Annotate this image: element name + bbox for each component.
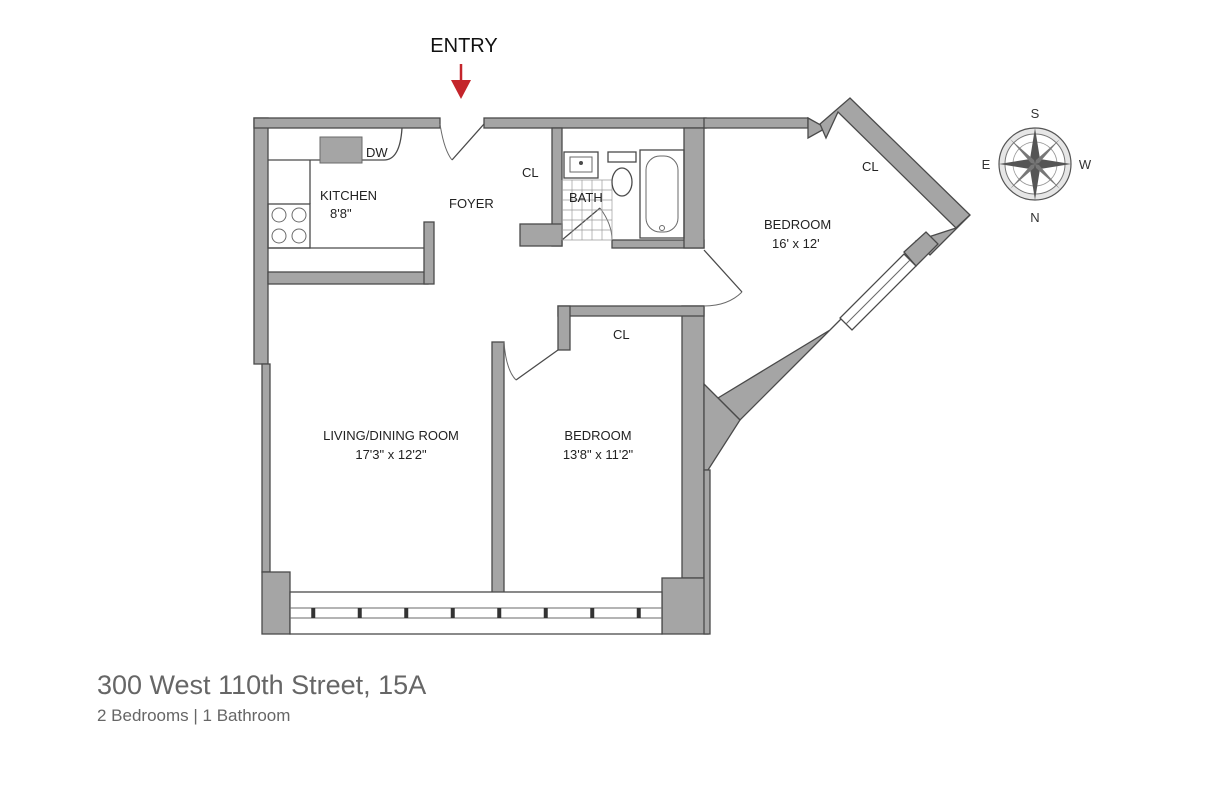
foyer-closet-label: CL xyxy=(522,165,539,180)
compass-right-label: W xyxy=(1079,157,1092,172)
bath-tile-grid xyxy=(561,179,613,241)
bedroom-center-label: BEDROOM xyxy=(564,428,631,443)
kitchen-fixtures xyxy=(267,127,424,249)
wall-west-lower xyxy=(261,363,271,573)
bedroom-ne-closet-label: CL xyxy=(862,159,879,174)
window-mullion xyxy=(404,608,409,618)
bedroom-center-door xyxy=(503,341,559,381)
walls xyxy=(253,97,971,635)
south-window xyxy=(289,591,663,635)
wall-bedroom-center-east xyxy=(681,305,705,579)
bedroom-ne-label: BEDROOM xyxy=(764,217,831,232)
bathtub-icon xyxy=(639,149,685,239)
wall-north-foyer xyxy=(483,117,707,129)
bedroom-ne-size: 16' x 12' xyxy=(772,236,820,251)
wall-bedroom-ne-jog xyxy=(807,116,828,140)
window-mullion xyxy=(311,608,316,618)
floor-plan: ENTRY xyxy=(253,35,1092,635)
window-mullion xyxy=(636,608,641,618)
wall-kitchen-stub xyxy=(423,221,435,285)
wall-bedroom-ne-diagonal xyxy=(819,97,971,229)
toilet-bowl-icon xyxy=(611,167,633,197)
window-mullion xyxy=(590,608,595,618)
bedroom-ne-window xyxy=(839,253,917,331)
dishwasher-label: DW xyxy=(366,145,388,160)
wall-se-pier xyxy=(661,577,709,635)
wall-closet-south xyxy=(519,223,563,247)
entry-door xyxy=(439,123,485,161)
wall-kitchen-counter xyxy=(267,271,429,285)
kitchen-size: 8'8" xyxy=(330,206,352,221)
wall-west-upper xyxy=(253,117,269,365)
bedroom-ne-door xyxy=(703,249,743,307)
wall-se-column xyxy=(703,469,711,635)
compass-top-label: S xyxy=(1031,106,1040,121)
listing-summary: 2 Bedrooms | 1 Bathroom xyxy=(97,706,291,725)
window-mullion xyxy=(497,608,502,618)
entry-arrow-icon xyxy=(451,64,471,99)
entry-label: ENTRY xyxy=(430,35,497,57)
window-mullion xyxy=(357,608,362,618)
wall-bedroom-center-closet xyxy=(557,305,571,351)
wall-bath-east xyxy=(683,127,705,249)
stove-icon xyxy=(267,203,311,249)
bath-door xyxy=(561,207,613,241)
wall-north-kitchen xyxy=(253,117,441,129)
listing-address: 300 West 110th Street, 15A xyxy=(97,670,427,700)
window-mullions xyxy=(311,608,641,618)
window-mullion xyxy=(543,608,548,618)
bedroom-center-size: 13'8" x 11'2" xyxy=(563,447,634,462)
kitchen-counter-top xyxy=(268,127,403,161)
compass-left-label: E xyxy=(982,157,991,172)
bath-fixtures xyxy=(561,149,685,241)
foyer-label: FOYER xyxy=(449,196,494,211)
compass-bottom-label: N xyxy=(1030,210,1039,225)
wall-bedroom-center-north xyxy=(557,305,705,317)
wall-bedroom-ne-south xyxy=(716,307,853,421)
wall-sw-pier xyxy=(261,571,291,635)
living-label: LIVING/DINING ROOM xyxy=(323,428,459,443)
wall-bedroom-ne-north xyxy=(703,117,809,129)
window-mullion xyxy=(450,608,455,618)
wall-partition xyxy=(491,341,505,595)
dishwasher-icon xyxy=(319,136,363,164)
compass-rose-icon xyxy=(998,127,1072,201)
kitchen-label: KITCHEN xyxy=(320,188,377,203)
bedroom-center-closet-label: CL xyxy=(613,327,630,342)
sink-icon xyxy=(563,151,599,179)
living-size: 17'3" x 12'2" xyxy=(355,447,427,462)
toilet-tank-icon xyxy=(607,151,637,163)
bath-label: BATH xyxy=(569,190,603,205)
